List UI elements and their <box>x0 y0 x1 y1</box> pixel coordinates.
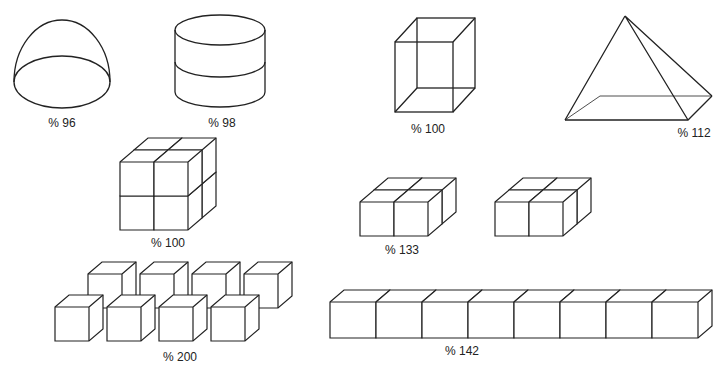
percent-label: % 112 <box>677 126 710 140</box>
percent-label: % 133 <box>385 243 419 257</box>
cube <box>395 18 475 112</box>
cube-block-2x2x2 <box>120 138 216 230</box>
separate-cubes <box>55 262 292 341</box>
percent-label: % 100 <box>411 122 445 136</box>
percent-label: % 98 <box>208 116 235 130</box>
percent-label: % 142 <box>445 344 479 358</box>
cube-block-2x2x1 <box>495 178 591 236</box>
cube-block-2x2x1 <box>360 178 456 236</box>
cube-row <box>330 290 712 338</box>
cylinder <box>175 15 265 107</box>
pyramid <box>565 16 712 120</box>
hemisphere <box>14 20 110 108</box>
percent-label: % 96 <box>48 116 75 130</box>
percent-label: % 200 <box>163 350 197 364</box>
percent-label: % 100 <box>151 236 185 250</box>
